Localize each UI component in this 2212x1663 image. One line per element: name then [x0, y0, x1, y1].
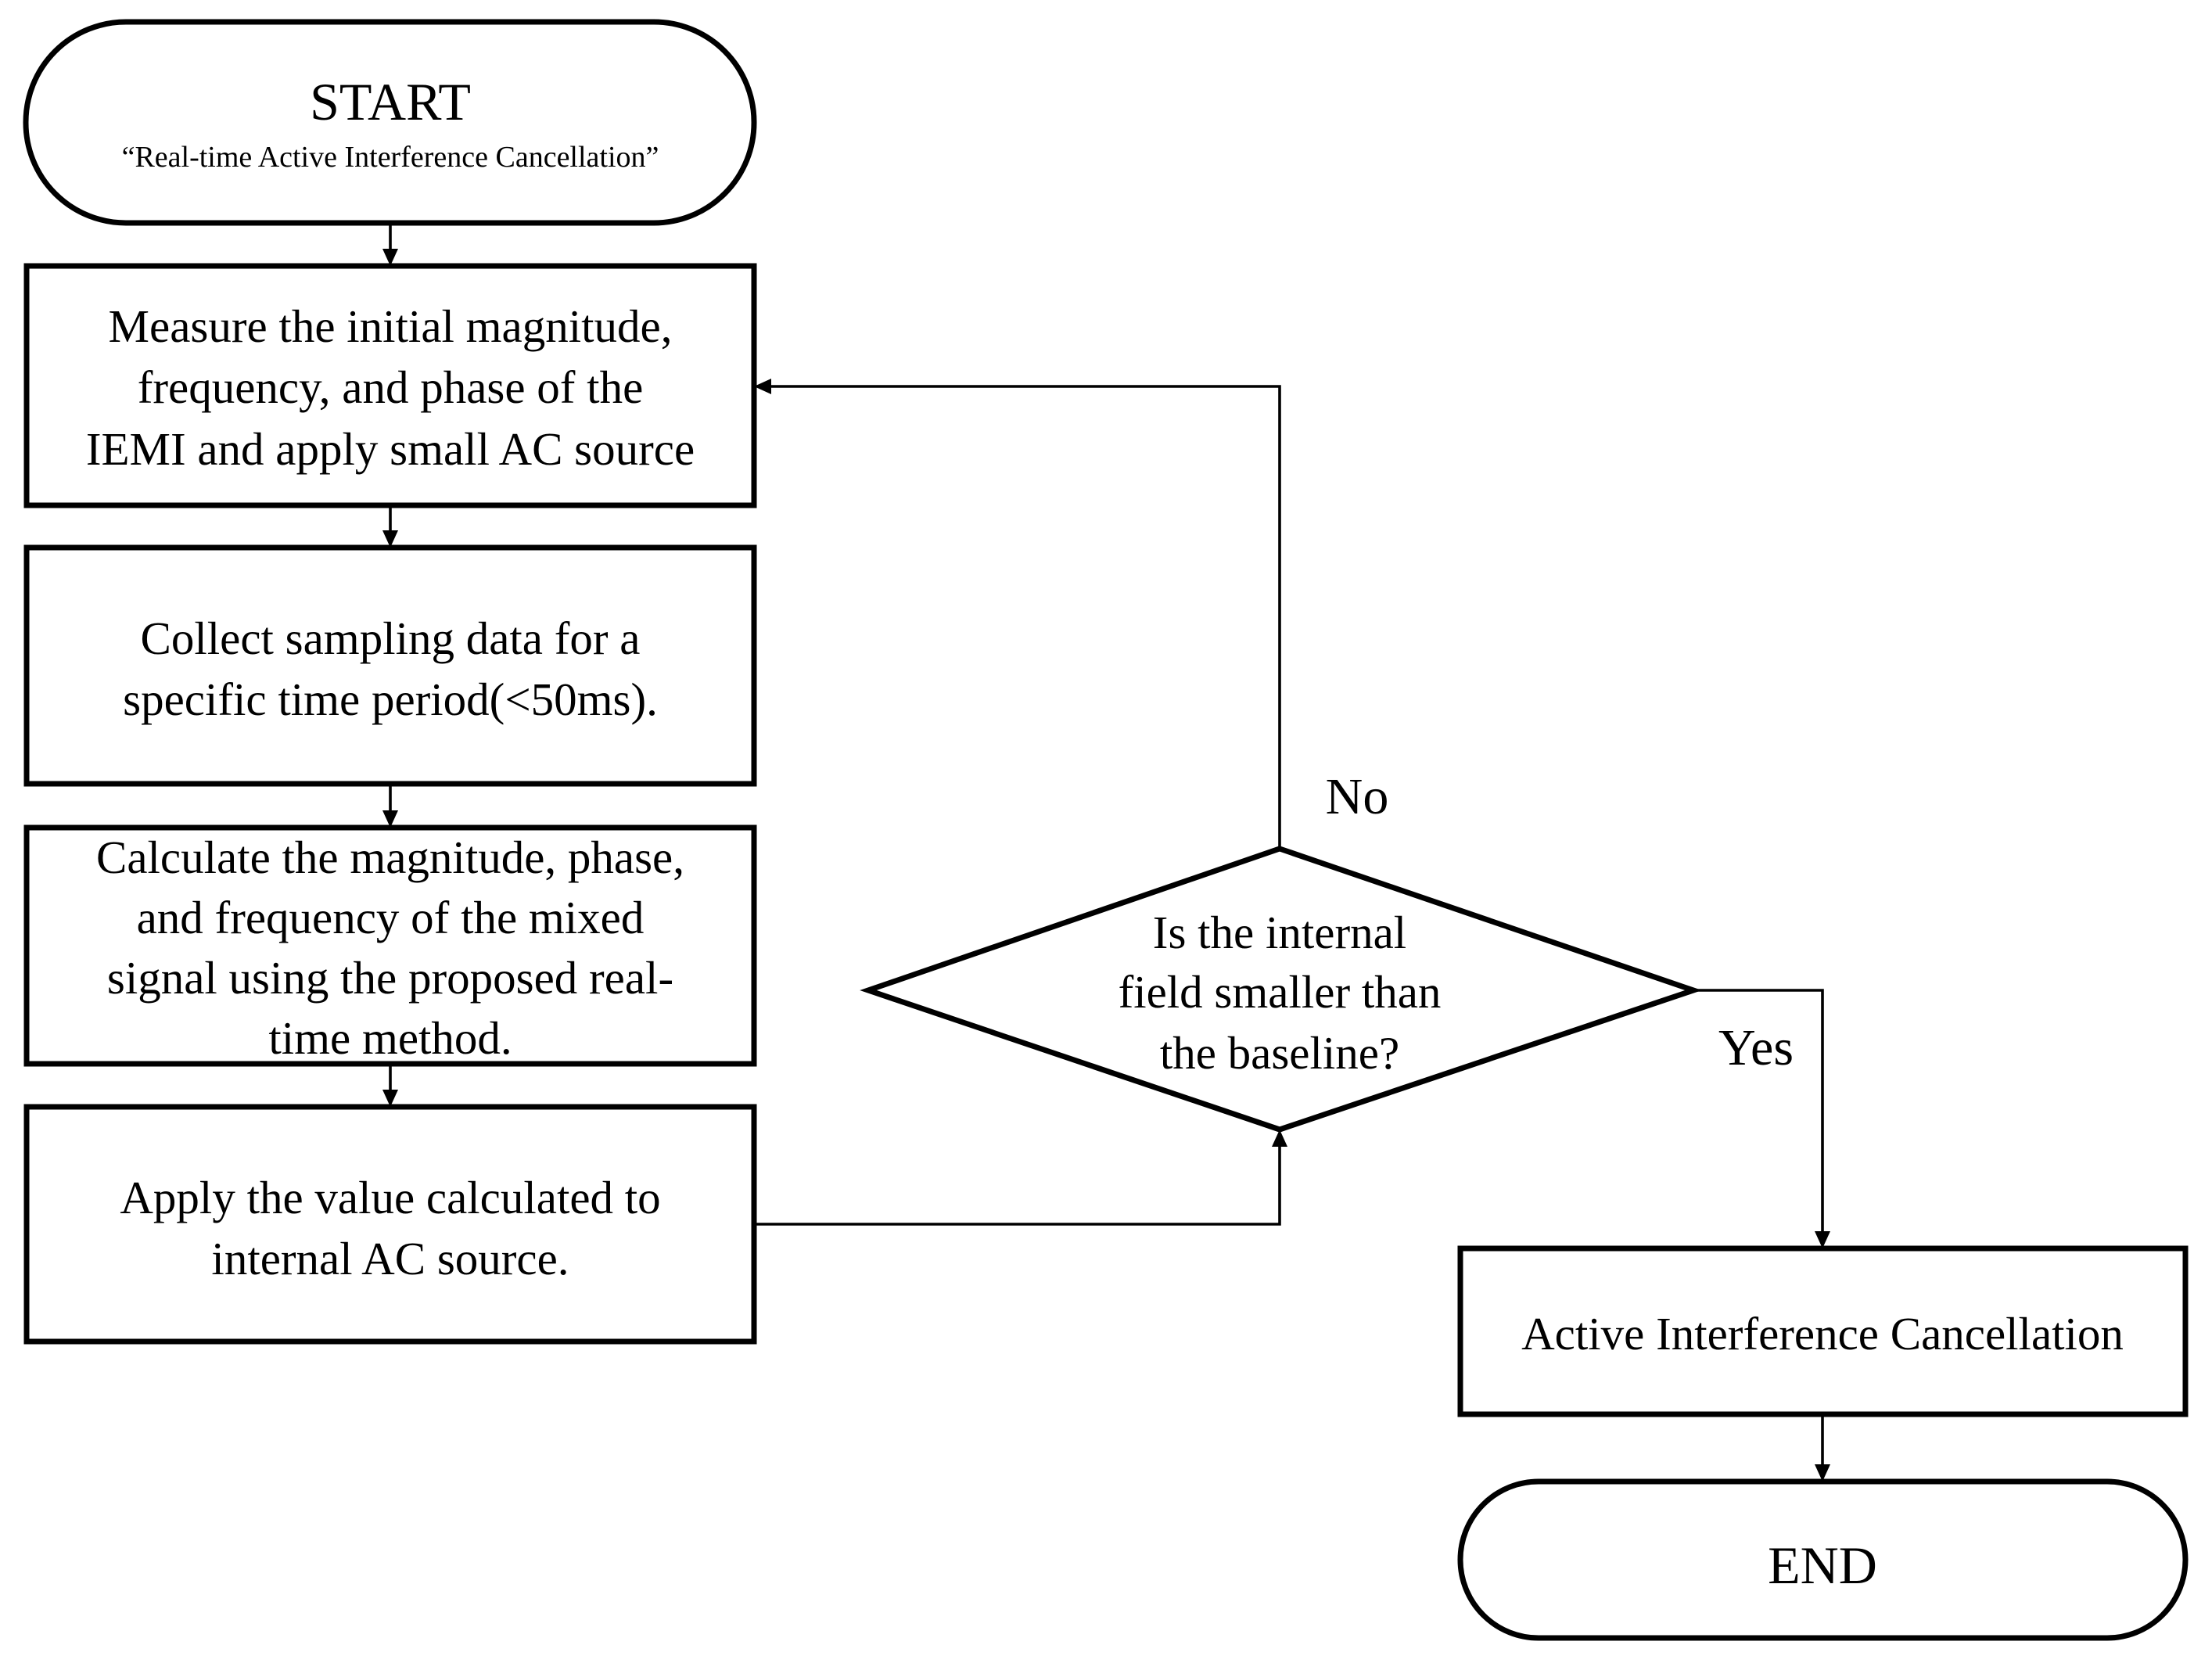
- arrowhead-step2: [382, 530, 398, 548]
- process-step-3: Calculate the magnitude, phase, and freq…: [23, 824, 757, 1067]
- step1-line: Measure the initial magnitude,: [109, 300, 673, 352]
- arrowhead-step4: [382, 1090, 398, 1107]
- step3-line: Calculate the magnitude, phase,: [96, 832, 684, 883]
- end-shape: [1457, 1478, 2189, 1641]
- step1-box: [23, 263, 757, 508]
- arrowhead-result: [1815, 1231, 1830, 1248]
- arrowhead-loop: [754, 379, 771, 394]
- start-title: START: [310, 72, 471, 131]
- arrow-step4-to-decision: [754, 1144, 1281, 1226]
- arrow-yes-to-result: [1693, 989, 1824, 1234]
- start-terminal: START “Real-time Active Interference Can…: [23, 19, 757, 226]
- end-label: END: [1768, 1535, 1877, 1595]
- step3-box: [23, 824, 757, 1067]
- connectors: [382, 223, 1830, 1482]
- arrowhead-decision: [1272, 1130, 1287, 1147]
- arrowhead-step3: [382, 810, 398, 828]
- decision-line: the baseline?: [1160, 1027, 1399, 1079]
- step2-line: Collect sampling data for a: [141, 612, 641, 664]
- result-step: Active Interference Cancellation: [1457, 1245, 2189, 1417]
- start-subtitle: “Real-time Active Interference Cancellat…: [122, 141, 659, 174]
- step1-line: frequency, and phase of the: [138, 361, 644, 413]
- result-label: Active Interference Cancellation: [1521, 1308, 2124, 1359]
- step3-line: and frequency of the mixed: [137, 892, 645, 943]
- process-step-2: Collect sampling data for a specific tim…: [23, 544, 757, 787]
- arrowhead-end: [1815, 1464, 1830, 1482]
- step4-line: Apply the value calculated to: [120, 1172, 660, 1223]
- step1-line: IEMI and apply small AC source: [86, 423, 695, 475]
- decision-line: field smaller than: [1119, 966, 1442, 1018]
- process-step-4: Apply the value calculated to internal A…: [23, 1104, 757, 1345]
- no-branch-label: No: [1326, 768, 1389, 825]
- arrow-no-loop-to-step1: [768, 385, 1281, 849]
- decision-diamond: [860, 846, 1702, 1133]
- step4-box: [23, 1104, 757, 1345]
- result-box: [1457, 1245, 2189, 1417]
- end-terminal: END: [1457, 1478, 2189, 1641]
- step2-box: [23, 544, 757, 787]
- decision-line: Is the internal: [1153, 907, 1406, 958]
- process-step-1: Measure the initial magnitude, frequency…: [23, 263, 757, 508]
- step3-line: signal using the proposed real-: [107, 952, 673, 1004]
- decision-node: Is the internal field smaller than the b…: [860, 768, 1794, 1133]
- yes-branch-label: Yes: [1718, 1019, 1794, 1076]
- step2-line: specific time period(<50ms).: [123, 673, 658, 725]
- step3-line: time method.: [268, 1012, 512, 1064]
- step4-line: internal AC source.: [211, 1233, 569, 1284]
- start-shape: [23, 19, 757, 226]
- arrowhead-step1: [382, 249, 398, 266]
